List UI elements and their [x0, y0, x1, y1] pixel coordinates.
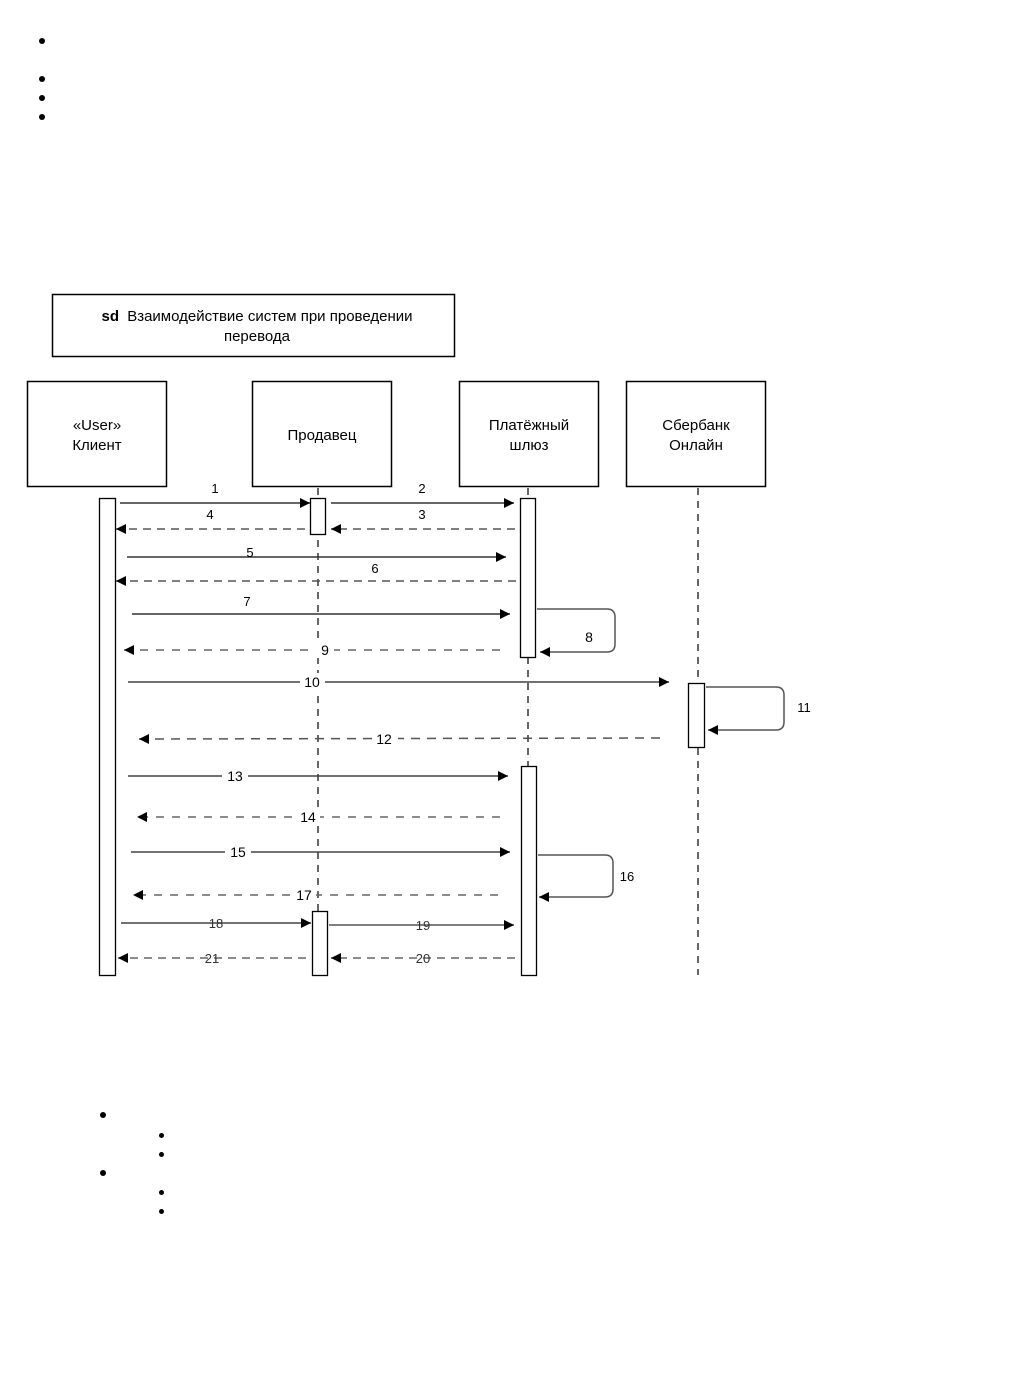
- activation-bar-gateway-2: [520, 765, 538, 977]
- label-mask: [222, 767, 248, 784]
- list-bullet: [39, 38, 45, 44]
- activation-bar-sber: [687, 682, 706, 749]
- label-mask: [300, 673, 325, 690]
- message-label-17: 17: [296, 887, 312, 903]
- frame-title-line1: Взаимодействие систем при проведении: [127, 308, 412, 325]
- message-arrow-16: [538, 854, 614, 902]
- activation-bar-seller-1: [309, 497, 327, 536]
- messages: 1 2 3 4 5 6 7 8 9 10 11 12: [116, 481, 811, 966]
- label-mask: [292, 886, 316, 903]
- message-label-3: 3: [418, 507, 425, 522]
- list-bullet: [159, 1152, 164, 1157]
- message-label-13: 13: [227, 768, 243, 784]
- message-label-10: 10: [304, 674, 320, 690]
- lifeline-label: «User»: [73, 417, 121, 434]
- message-label-5: 5: [246, 545, 253, 560]
- message-arrow-11: [706, 686, 785, 735]
- lifeline-label: Сбербанк: [662, 417, 730, 434]
- frame-title-line2: перевода: [224, 328, 291, 345]
- lifeline-label: Продавец: [288, 427, 357, 444]
- activation-bar-gateway-1: [519, 497, 537, 659]
- message-label-16: 16: [620, 869, 634, 884]
- diagram-frame: sd Взаимодействие систем при проведении …: [51, 293, 456, 358]
- message-label-2: 2: [418, 481, 425, 496]
- list-bullet: [39, 76, 45, 82]
- message-label-18: 18: [209, 916, 223, 931]
- message-label-14: 14: [300, 809, 316, 825]
- label-mask: [316, 641, 334, 658]
- list-bullet: [159, 1190, 164, 1195]
- message-label-15: 15: [230, 844, 246, 860]
- message-label-19: 19: [416, 918, 430, 933]
- message-label-12: 12: [376, 731, 392, 747]
- message-label-6: 6: [371, 561, 378, 576]
- list-bullet: [39, 95, 45, 101]
- lifeline-label: Платёжный: [489, 417, 569, 434]
- label-mask: [296, 808, 320, 825]
- message-label-9: 9: [321, 642, 329, 658]
- label-mask: [225, 843, 251, 860]
- activation-bar-client: [98, 497, 117, 977]
- frame-box: [51, 293, 456, 358]
- list-bullet: [159, 1133, 164, 1138]
- lifeline-head-client: «User» Клиент: [26, 380, 168, 488]
- message-label-1: 1: [211, 481, 218, 496]
- lifeline-head-seller: Продавец: [251, 380, 393, 488]
- lifeline-head-sber: Сбербанк Онлайн: [625, 380, 767, 488]
- message-arrow-8: [537, 608, 616, 657]
- list-bullet: [39, 114, 45, 120]
- activation-bars: [98, 497, 706, 977]
- list-bullet: [159, 1209, 164, 1214]
- lifeline-head-gateway: Платёжный шлюз: [458, 380, 600, 488]
- message-label-8: 8: [585, 629, 593, 645]
- frame-title: sd Взаимодействие систем при проведении: [102, 308, 413, 325]
- lifeline-heads: «User» Клиент Продавец Платёжный шлюз Сб…: [26, 380, 767, 488]
- message-label-4: 4: [206, 507, 213, 522]
- activation-bar-seller-2: [311, 910, 329, 977]
- list-bullet: [100, 1112, 106, 1118]
- lifeline-label: шлюз: [510, 437, 549, 454]
- message-label-11: 11: [797, 700, 811, 715]
- message-label-21: 21: [205, 951, 219, 966]
- message-label-20: 20: [416, 951, 430, 966]
- label-mask: [372, 730, 398, 747]
- lifeline-label: Клиент: [72, 437, 121, 454]
- message-label-7: 7: [243, 594, 250, 609]
- lifeline-label: Онлайн: [669, 437, 723, 454]
- message-arrow-12: [138, 733, 661, 744]
- list-bullet: [100, 1170, 106, 1176]
- frame-keyword: sd: [102, 308, 120, 325]
